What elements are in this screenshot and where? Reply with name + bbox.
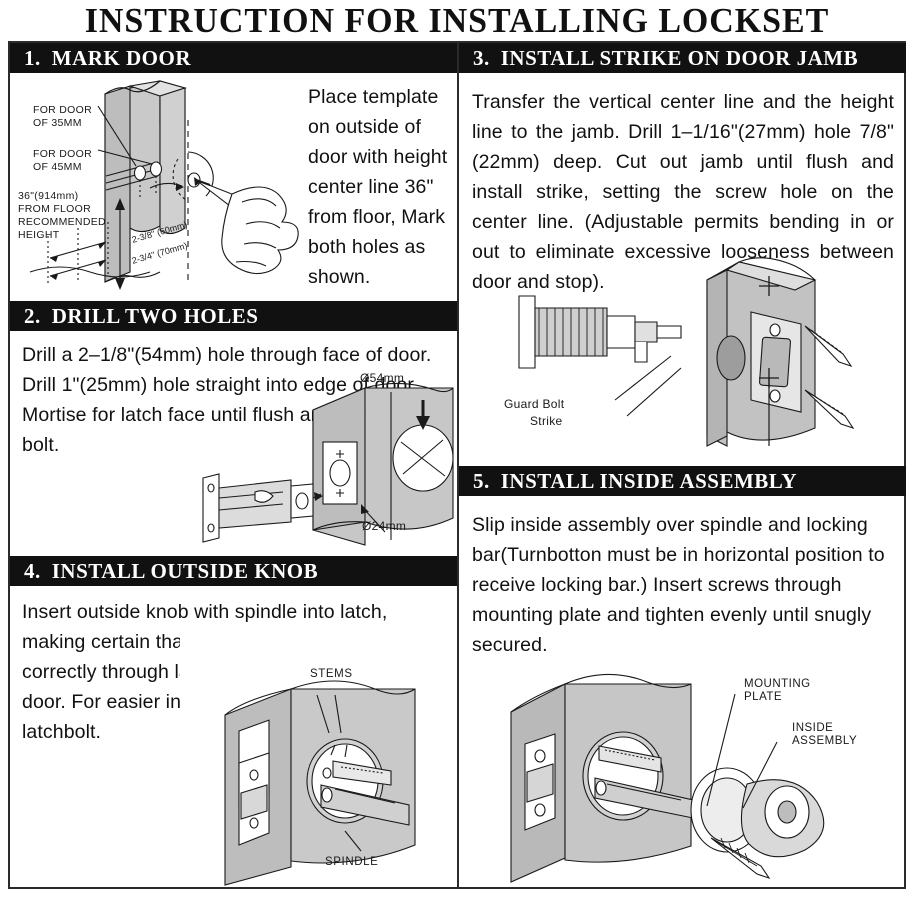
step-4-number: 4. (24, 558, 41, 583)
callout-inside-assembly: INSIDE ASSEMBLY (792, 722, 858, 747)
step-3-body: Transfer the vertical center line and th… (472, 91, 894, 293)
callout-mounting-plate: MOUNTING PLATE (744, 678, 811, 703)
step-1-diagram (10, 76, 305, 291)
callout-guard-bolt: Guard Bolt (504, 397, 565, 411)
step-4-diagram (195, 655, 457, 886)
step-5-heading: INSTALL INSIDE ASSEMBLY (500, 468, 798, 493)
step-5-number: 5. (473, 468, 490, 493)
step-1-banner: 1. MARK DOOR (10, 43, 457, 73)
step-5-body: Slip inside assembly over spindle and lo… (472, 514, 885, 656)
callout-door-35mm: FOR DOOR OF 35MM (33, 104, 92, 129)
step-4-heading: INSTALL OUTSIDE KNOB (51, 558, 319, 583)
step-3-banner: 3. INSTALL STRIKE ON DOOR JAMB (459, 43, 906, 73)
callout-spindle: SPINDLE (325, 856, 379, 868)
step-2-number: 2. (24, 303, 41, 328)
step-5-diagram (495, 660, 895, 885)
callout-hole-54mm: Ø54mm (360, 371, 405, 385)
column-divider (457, 41, 459, 889)
callout-recommended-height: 36"(914mm) FROM FLOOR RECOMMENDED HEIGHT (18, 190, 106, 241)
callout-door-45mm: FOR DOOR OF 45MM (33, 148, 92, 173)
step-1-number: 1. (24, 45, 41, 70)
callout-strike: Strike (530, 414, 563, 428)
step-2-banner: 2. DRILL TWO HOLES (10, 301, 457, 331)
step-3-diagram (495, 250, 895, 458)
callout-stems: STEMS (310, 668, 353, 680)
step-2-heading: DRILL TWO HOLES (51, 303, 259, 328)
callout-hole-24mm: Ø24mm (362, 519, 407, 533)
step-2-diagram (195, 370, 457, 546)
step-4-banner: 4. INSTALL OUTSIDE KNOB (10, 556, 457, 586)
step-1-body: Place template on outside of door with h… (308, 86, 448, 288)
step-1-heading: MARK DOOR (51, 45, 191, 70)
step-3-number: 3. (473, 45, 490, 70)
step-5-banner: 5. INSTALL INSIDE ASSEMBLY (459, 466, 906, 496)
step-3-heading: INSTALL STRIKE ON DOOR JAMB (500, 45, 859, 70)
page-title: INSTRUCTION FOR INSTALLING LOCKSET (84, 0, 830, 40)
